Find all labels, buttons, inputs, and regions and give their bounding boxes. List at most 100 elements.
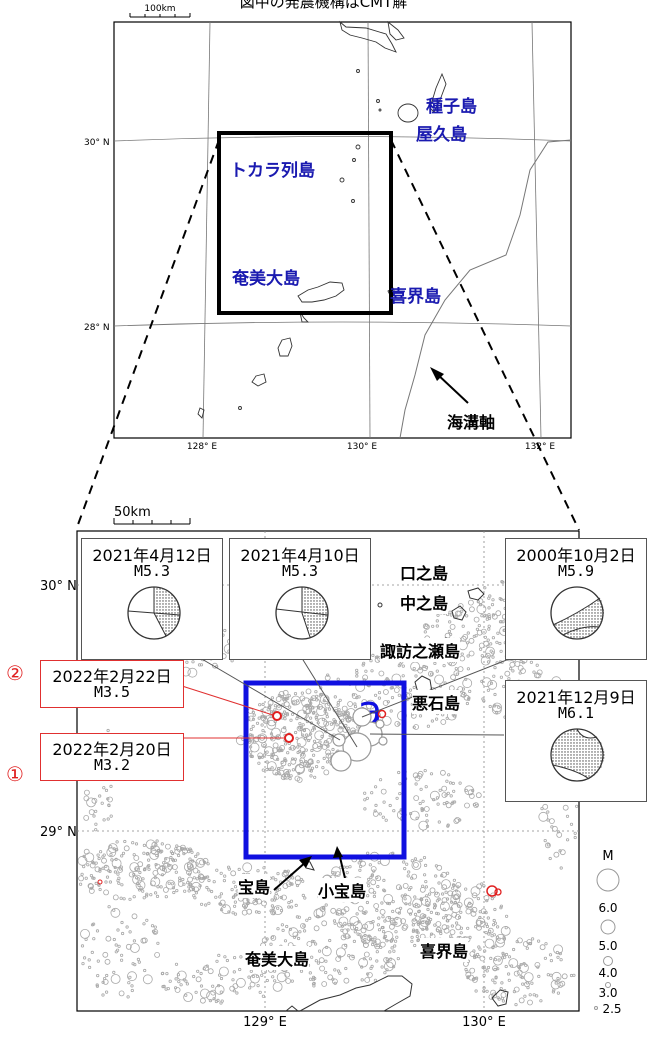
epicenter-dot [377,696,381,700]
epicenter-dot [134,866,141,872]
epicenter-dot [215,959,219,963]
epicenter-dot [451,889,462,900]
epicenter-dot [493,967,497,972]
epicenter-dot [333,695,337,699]
lon-label-130e-bottom: 130° E [462,1015,506,1030]
epicenter-dot [249,742,260,753]
epicenter-dot [464,887,468,891]
epicenter-dot [106,728,110,733]
epicenter-dot [288,705,292,709]
epicenter-dot [402,860,406,864]
epicenter-dot [308,716,313,720]
epicenter-dot [464,802,470,809]
epicenter-dot [496,967,500,971]
epicenter-dot [185,847,189,851]
epicenter-dot [473,616,480,623]
epicenter-dot [101,993,105,997]
epicenter-dot [301,733,305,737]
epicenter-dot [413,912,418,917]
epicenter-dot [466,631,470,635]
epicenter-dot [232,989,236,993]
epicenter-dot [352,939,356,944]
epicenter-dot [561,973,568,980]
epicenter-dot [121,931,125,936]
epicenter-dot [227,865,231,869]
epicenter-dot [277,693,281,697]
epicenter-dot [173,858,177,862]
epicenter-dot [318,957,325,964]
epicenter-dot [459,910,463,914]
epicenter-dot [336,921,343,928]
epicenter-dot [408,688,413,692]
epicenter-dot [363,951,370,958]
epicenter-dot [466,902,473,909]
epicenter-dot [325,715,329,719]
epicenter-dot [324,970,328,975]
epicenter-dot [105,935,112,942]
epicenter-dot [364,669,368,673]
epicenter-dot [492,933,496,937]
epicenter-dot [283,869,287,874]
epicenter-dot [177,881,184,887]
epicenter-dot [322,756,326,761]
epicenter-dot [327,707,332,711]
epicenter-dot [161,862,172,873]
epicenter-dot [426,724,430,728]
epicenter-dot [491,636,495,640]
epicenter-dot [369,659,373,663]
epicenter-dot [497,937,501,941]
epicenter-dot [252,899,259,906]
epicenter-dot [425,819,429,823]
epicenter-dot [452,789,456,793]
epicenter-dot [277,704,281,708]
epicenter-dot [170,882,174,886]
epicenter-dot [471,892,478,899]
epicenter-dot [362,661,366,665]
epicenter-dot [368,957,372,961]
epicenter-dot [419,858,423,862]
epicenter-dot [476,919,483,926]
mechanism-date: 2000年10月2日 [516,546,636,565]
epicenter-dot [192,876,196,880]
epicenter-dot [394,921,398,926]
arrowhead-takarajima [299,856,312,868]
epicenter-dot [143,968,147,973]
epicenter-dot [273,894,280,900]
epicenter-dot [135,876,139,880]
epicenter-dot [109,784,113,789]
epicenter-dot [376,923,380,927]
epicenter-dot [212,997,216,1001]
epicenter-dot [363,940,367,944]
epicenter-dot [319,965,326,972]
epicenter-dot [504,914,509,918]
epicenter-dot [142,896,146,900]
epicenter-dot [135,867,139,871]
epicenter-dot [112,894,119,901]
epicenter-dot [418,820,429,831]
epicenter-dot [389,709,393,713]
epicenter-dot [429,887,436,894]
epicenter-dot [281,871,288,878]
epicenter-dot [265,767,269,772]
epicenter-dot [389,957,393,961]
epicenter-dot [121,851,126,855]
epicenter-dot [468,650,475,657]
epicenter-dot [449,929,456,935]
epicenter-dot [310,761,314,765]
epicenter-dot [80,872,84,876]
epicenter-dot [446,824,450,828]
epicenter-dot [457,666,464,672]
epicenter-dot [556,955,560,959]
epicenter-dot [199,971,203,976]
highlight-date: 2022年2月22日 [52,667,172,686]
epicenter-dot [398,662,402,666]
epicenter-dot [388,803,392,808]
epicenter-dot [91,797,98,804]
epicenter-dot [366,935,373,942]
epicenter-dot [291,768,295,772]
epicenter-dot [549,818,555,824]
epicenter-dot [383,934,388,939]
epicenter-dot [296,737,307,748]
epicenter-dot [331,978,338,985]
epicenter-dot [316,915,320,919]
